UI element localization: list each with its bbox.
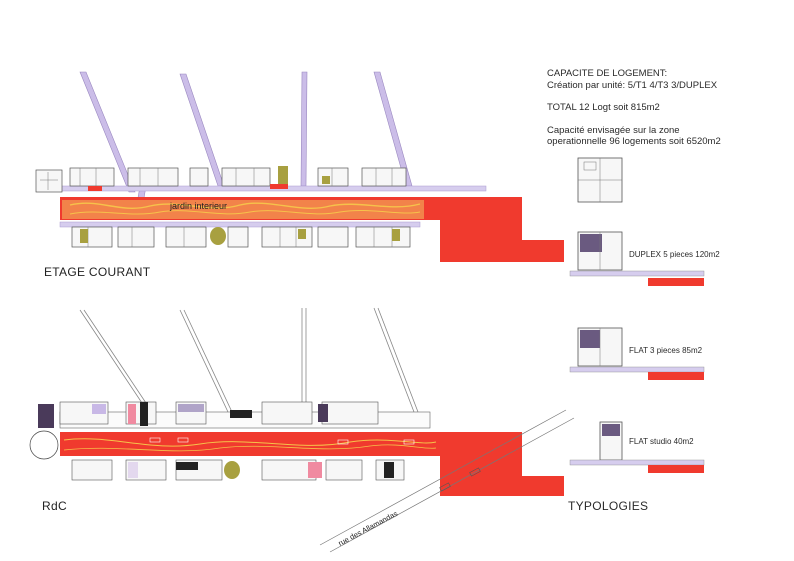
upper-lower-walkway bbox=[59, 221, 421, 228]
ground-floor-title: RdC bbox=[42, 499, 67, 513]
upper-north-units bbox=[35, 167, 407, 193]
upper-floor-title: ETAGE COURANT bbox=[44, 265, 151, 279]
ground-pergola-lines bbox=[79, 307, 419, 413]
capacity-summary: CAPACITE DE LOGEMENT: Création par unité… bbox=[547, 68, 721, 148]
typology-flat3-label: FLAT 3 pieces 85m2 bbox=[629, 346, 703, 355]
typology-duplex-label: DUPLEX 5 pieces 120m2 bbox=[629, 250, 720, 259]
typology-studio bbox=[569, 421, 705, 473]
upper-floor-plan: jardin interieur bbox=[35, 71, 564, 262]
capacity-zone-line2: operationnelle 96 logements soit 6520m2 bbox=[547, 136, 721, 147]
typology-flat-3 bbox=[569, 327, 705, 380]
capacity-zone-line1: Capacité envisagée sur la zone bbox=[547, 124, 680, 136]
capacity-total: TOTAL 12 Logt soit 815m2 bbox=[547, 102, 660, 113]
typology-studio-label: FLAT studio 40m2 bbox=[629, 437, 694, 446]
street-lines bbox=[319, 409, 575, 553]
ground-red-corridor bbox=[60, 432, 564, 496]
interior-garden-label: jardin interieur bbox=[169, 201, 227, 211]
ground-floor-plan bbox=[29, 307, 575, 553]
capacity-creation: Création par unité: 5/T1 4/T3 3/DUPLEX bbox=[547, 79, 718, 91]
upper-south-units bbox=[71, 226, 411, 248]
typologies-title: TYPOLOGIES bbox=[568, 499, 649, 513]
street-label: rue des Allamandas bbox=[337, 509, 400, 548]
typology-duplex bbox=[569, 231, 705, 286]
capacity-title: CAPACITE DE LOGEMENT: bbox=[547, 68, 668, 79]
ground-round-element bbox=[29, 430, 59, 460]
interior-garden bbox=[62, 200, 424, 219]
typology-1 bbox=[577, 157, 623, 203]
upper-pergola-beams bbox=[79, 71, 413, 199]
